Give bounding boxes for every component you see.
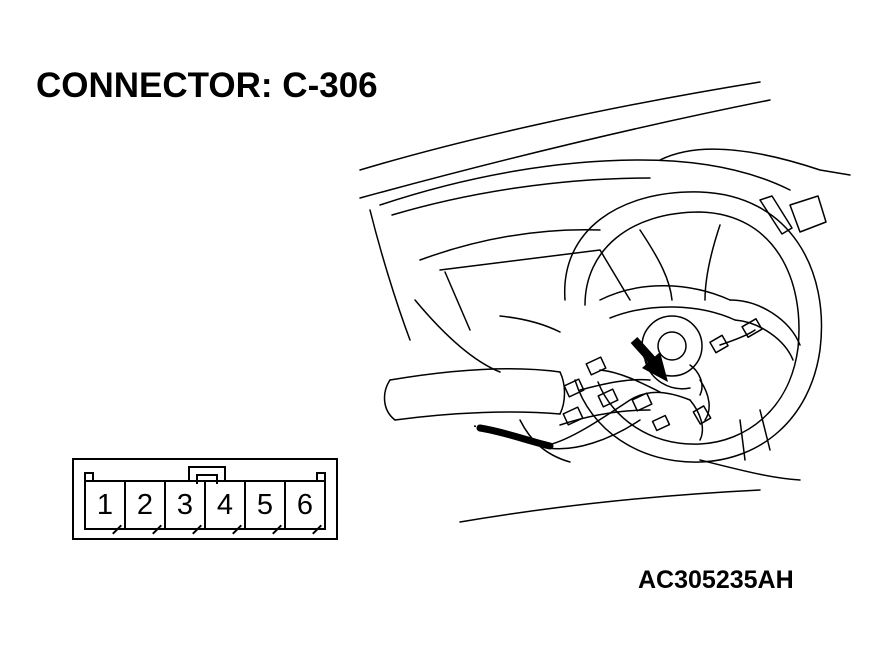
connector-latch-right [316,472,326,482]
connector-pin: 2 [126,482,166,535]
connector-latch-left [84,472,94,482]
connector-pin: 6 [286,482,324,535]
connector-pin-row: 1 2 3 4 5 6 [84,480,326,535]
steering-column-illustration [359,81,851,523]
connector-pin: 5 [246,482,286,535]
connector-pin: 3 [166,482,206,535]
connector-lock-key [188,466,226,484]
connector-pin: 1 [86,482,126,535]
location-arrow-icon [630,336,668,382]
connector-pin: 4 [206,482,246,535]
connector-face-diagram: 1 2 3 4 5 6 [72,458,338,540]
figure-code: AC305235AH [638,566,794,594]
connector-title: CONNECTOR: C-306 [36,66,378,105]
